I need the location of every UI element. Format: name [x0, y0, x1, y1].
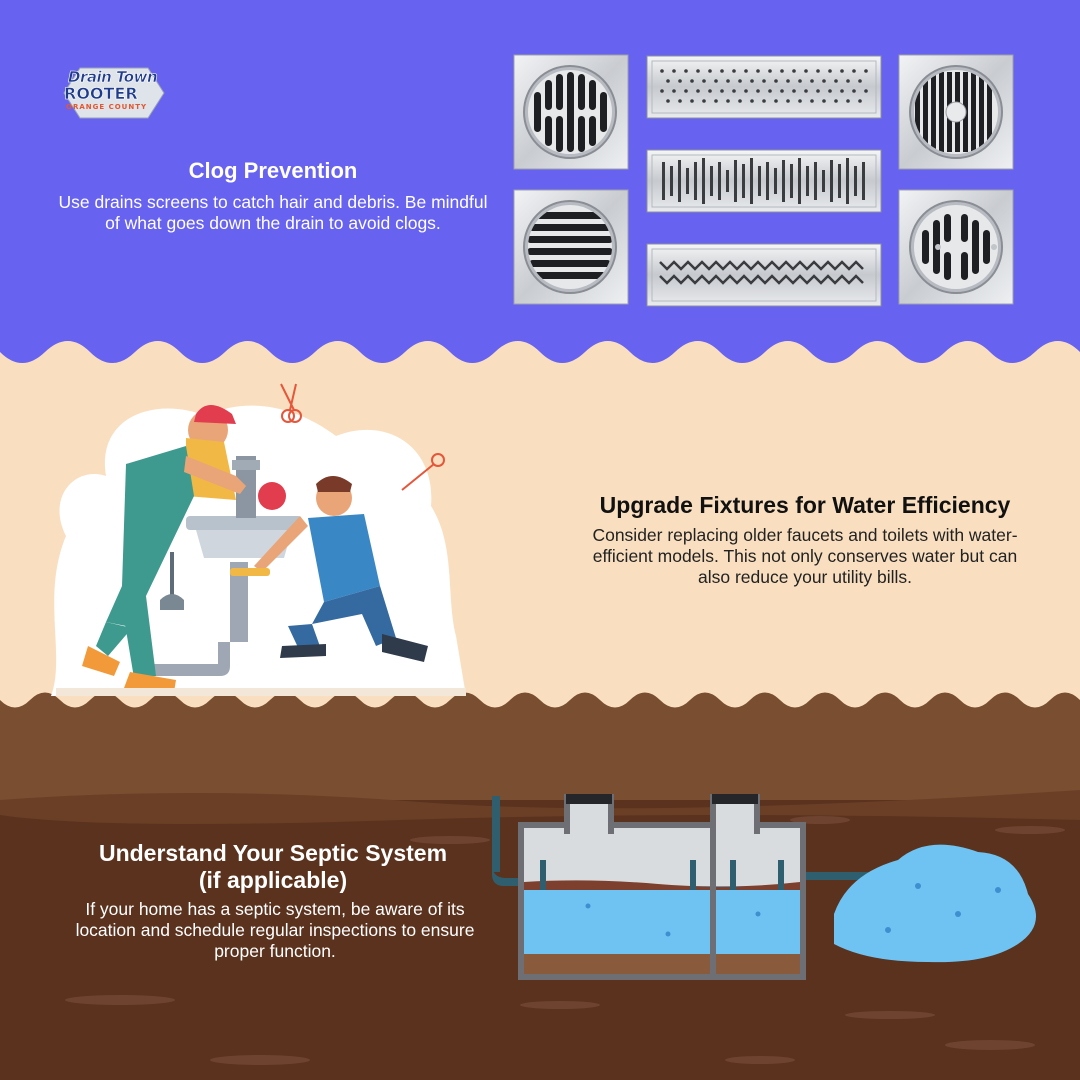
plunger-icon: [160, 552, 184, 610]
logo-badge-icon: [63, 67, 165, 119]
septic-title: Understand Your Septic System (if applic…: [60, 840, 486, 894]
drain-grate-icon: [898, 54, 1014, 170]
clog-text: Use drains screens to catch hair and deb…: [58, 192, 488, 233]
septic-title-line1: Understand Your Septic System: [98, 840, 448, 866]
upgrade-title: Upgrade Fixtures for Water Efficiency: [599, 492, 1011, 518]
drain-grate-icon: [898, 189, 1014, 305]
plumbers-illustration: [51, 383, 466, 696]
drain-grate-icon: [646, 55, 882, 119]
logo-line3: ORANGE COUNTY: [66, 103, 148, 111]
drain-screens-illustration: [513, 54, 1014, 307]
clog-title: Clog Prevention: [188, 158, 358, 183]
wrench-icon: [401, 453, 445, 491]
upgrade-text: Consider replacing older faucets and toi…: [592, 525, 1018, 587]
drain-grate-icon: [513, 189, 629, 305]
logo-line2: ROOTER: [64, 84, 138, 104]
drain-grate-icon: [513, 54, 629, 170]
plier-icon: [280, 383, 302, 423]
drain-grate-icon: [646, 149, 882, 213]
drain-grate-icon: [646, 243, 882, 307]
brand-logo[interactable]: Drain Town ROOTER ORANGE COUNTY: [58, 64, 170, 122]
septic-text: If your home has a septic system, be awa…: [75, 899, 475, 961]
septic-title-line2: (if applicable): [198, 867, 348, 893]
septic-tank-illustration: [492, 794, 1036, 980]
logo-line1: Drain Town: [68, 68, 158, 87]
